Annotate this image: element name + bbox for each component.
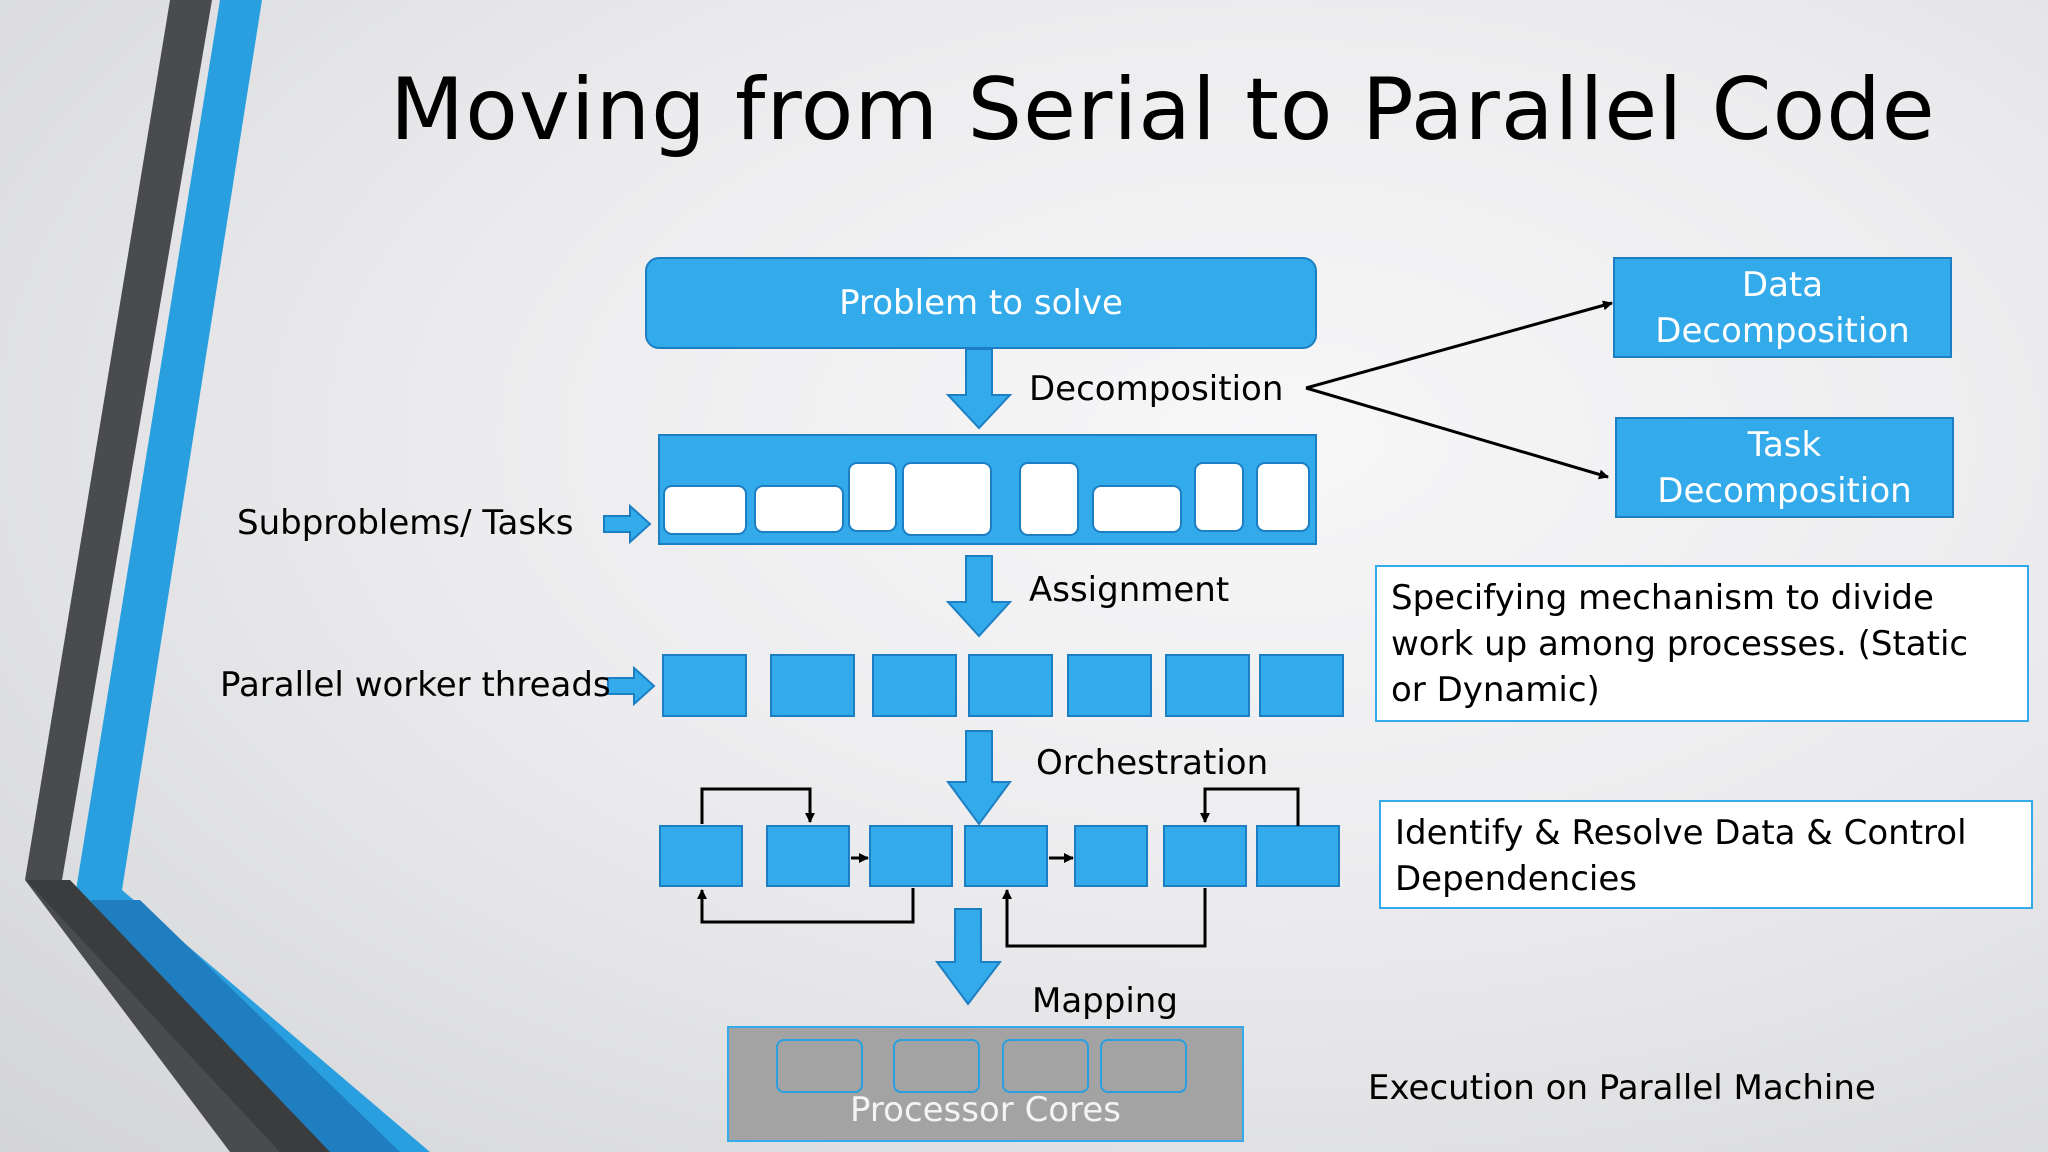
worker-thread [872, 654, 957, 717]
task-block [1194, 462, 1244, 532]
stripe-dark-lower [26, 880, 330, 1152]
orchestration-node [1256, 825, 1340, 887]
orchestration-node [869, 825, 953, 887]
stripe-dark [25, 0, 330, 1152]
worker-thread [1165, 654, 1250, 717]
left-decorative-stripes [25, 0, 430, 1152]
block-arrow-assignment [945, 555, 1013, 638]
block-arrow-orchestration [946, 730, 1012, 826]
data-decomposition-line1: Data [1741, 264, 1824, 305]
worker-thread [968, 654, 1053, 717]
dep-top-1-2 [700, 787, 815, 824]
orchestration-note: Identify & Resolve Data & Control Depend… [1379, 800, 2033, 909]
stripe-blue-lower [90, 900, 400, 1152]
task-decomposition-line2: Decomposition [1657, 470, 1912, 511]
execution-label: Execution on Parallel Machine [1368, 1068, 1876, 1108]
assignment-note: Specifying mechanism to divide work up a… [1375, 565, 2029, 722]
worker-thread [662, 654, 747, 717]
task-block [663, 485, 747, 535]
block-arrow-mapping [935, 908, 1003, 1006]
arrow-to-threads [607, 665, 656, 707]
problem-box: Problem to solve [645, 257, 1317, 349]
dep-top-7-6 [1200, 787, 1300, 826]
branch-line-task [1305, 386, 1609, 480]
processor-cores-label: Processor Cores [850, 1090, 1121, 1130]
task-block [1019, 462, 1079, 536]
step-label-assignment: Assignment [1029, 570, 1230, 610]
data-decomposition-line2: Decomposition [1655, 310, 1910, 351]
task-block [754, 485, 844, 533]
worker-thread [1259, 654, 1344, 717]
task-block [1092, 485, 1182, 533]
orchestration-node [1163, 825, 1247, 887]
orchestration-node [1074, 825, 1148, 887]
step-label-decomposition: Decomposition [1029, 369, 1284, 409]
worker-thread [1067, 654, 1152, 717]
orchestration-nodes [659, 825, 1340, 887]
data-decomposition-box: Data Decomposition [1613, 257, 1952, 358]
orchestration-node [766, 825, 850, 887]
task-block [848, 462, 897, 532]
stripe-blue [76, 0, 430, 1152]
dep-bottom-6-4 [1002, 888, 1207, 948]
worker-thread [770, 654, 855, 717]
step-label-mapping: Mapping [1032, 981, 1178, 1021]
orchestration-node [659, 825, 743, 887]
block-arrow-decomposition [945, 348, 1013, 430]
task-decomposition-box: Task Decomposition [1615, 417, 1954, 518]
task-decomposition-line1: Task [1747, 424, 1822, 465]
task-block [1256, 462, 1310, 532]
step-label-orchestration: Orchestration [1036, 743, 1269, 783]
dep-bottom-1-3 [697, 888, 915, 924]
subproblem-tasks [663, 462, 1310, 536]
worker-threads [662, 654, 1344, 717]
task-block [902, 462, 992, 536]
side-label-subproblems: Subproblems/ Tasks [237, 503, 574, 543]
side-label-parallel-threads: Parallel worker threads [220, 665, 611, 705]
arrow-to-subproblems [603, 503, 652, 545]
branch-line-data [1305, 300, 1613, 390]
slide-title: Moving from Serial to Parallel Code [390, 60, 1936, 160]
dependency-connectors [697, 787, 1300, 948]
orchestration-node [964, 825, 1048, 887]
